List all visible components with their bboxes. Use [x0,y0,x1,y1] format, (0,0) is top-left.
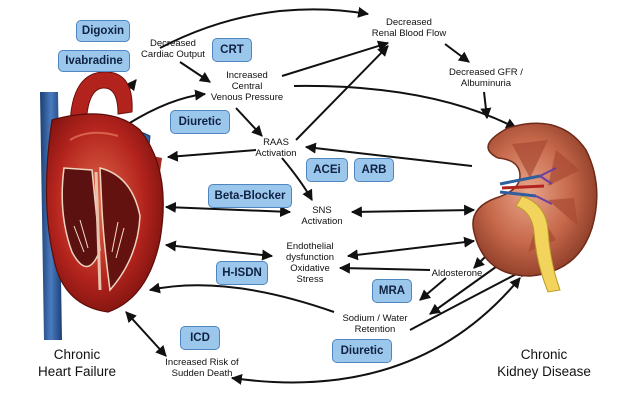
therapy-acei: ACEi [306,158,348,182]
arrow-sudden-death-to-kidney [230,277,521,385]
therapy-h-isdn: H-ISDN [216,261,268,285]
arrow-gfr-to-kidney [480,91,492,120]
arrow-endothelial-kidney [346,236,476,261]
heart-failure-label: Chronic Heart Failure [37,347,117,379]
arrow-kidney-to-raas [304,142,473,167]
therapy-crt: CRT [212,38,252,62]
arrow-raas-to-renal-flow [295,45,389,141]
arrow-heart-to-renal-flow [159,6,370,49]
therapy-diuretic-top: Diuretic [170,110,230,134]
arrow-heart-sudden-death [125,311,167,357]
arrow-endothelial-heart [164,240,274,261]
therapy-beta-blocker: Beta-Blocker [208,184,292,208]
node-decreased-cardiac-output: Decreased Cardiac Output [141,38,205,60]
node-raas-activation: RAAS Activation [255,137,297,159]
arrow-raas-to-sns [281,157,313,201]
arrow-raas-to-heart [166,149,257,162]
node-decreased-gfr: Decreased GFR / Albuminuria [449,67,523,89]
arrow-cvp-to-raas [235,107,263,137]
therapy-diuretic-bottom: Diuretic [332,339,392,363]
arrow-renal-flow-to-gfr [444,43,470,63]
therapy-arb: ARB [354,158,394,182]
arrow-cvp-to-renal-flow [281,40,390,77]
node-sudden-death: Increased Risk of Sudden Death [165,357,239,379]
arrow-aldosterone-to-endothelial [338,262,431,274]
arrow-kidney-to-aldosterone [473,255,487,269]
kidney-disease-label: Chronic Kidney Disease [497,347,591,379]
therapy-ivabradine: Ivabradine [58,50,130,72]
arrow-cvp-to-kidney [293,84,517,129]
therapy-icd: ICD [180,326,220,350]
node-increased-cvp: Increased Central Venous Pressure [210,70,284,103]
node-sodium-water-retention: Sodium / Water Retention [342,313,408,335]
node-endothelial-dysfunction: Endothelial dysfunction Oxidative Stress [285,241,335,285]
arrow-sns-heart [164,201,292,218]
node-sns-activation: SNS Activation [301,205,343,227]
therapy-digoxin: Digoxin [76,20,130,42]
node-decreased-renal-blood-flow: Decreased Renal Blood Flow [371,17,447,39]
node-aldosterone: Aldosterone [431,268,483,279]
therapy-mra: MRA [372,279,412,303]
arrow-heart-to-cvp [127,89,207,125]
arrow-sns-kidney [350,204,476,218]
arrow-cardiac-output-to-cvp [179,61,211,83]
